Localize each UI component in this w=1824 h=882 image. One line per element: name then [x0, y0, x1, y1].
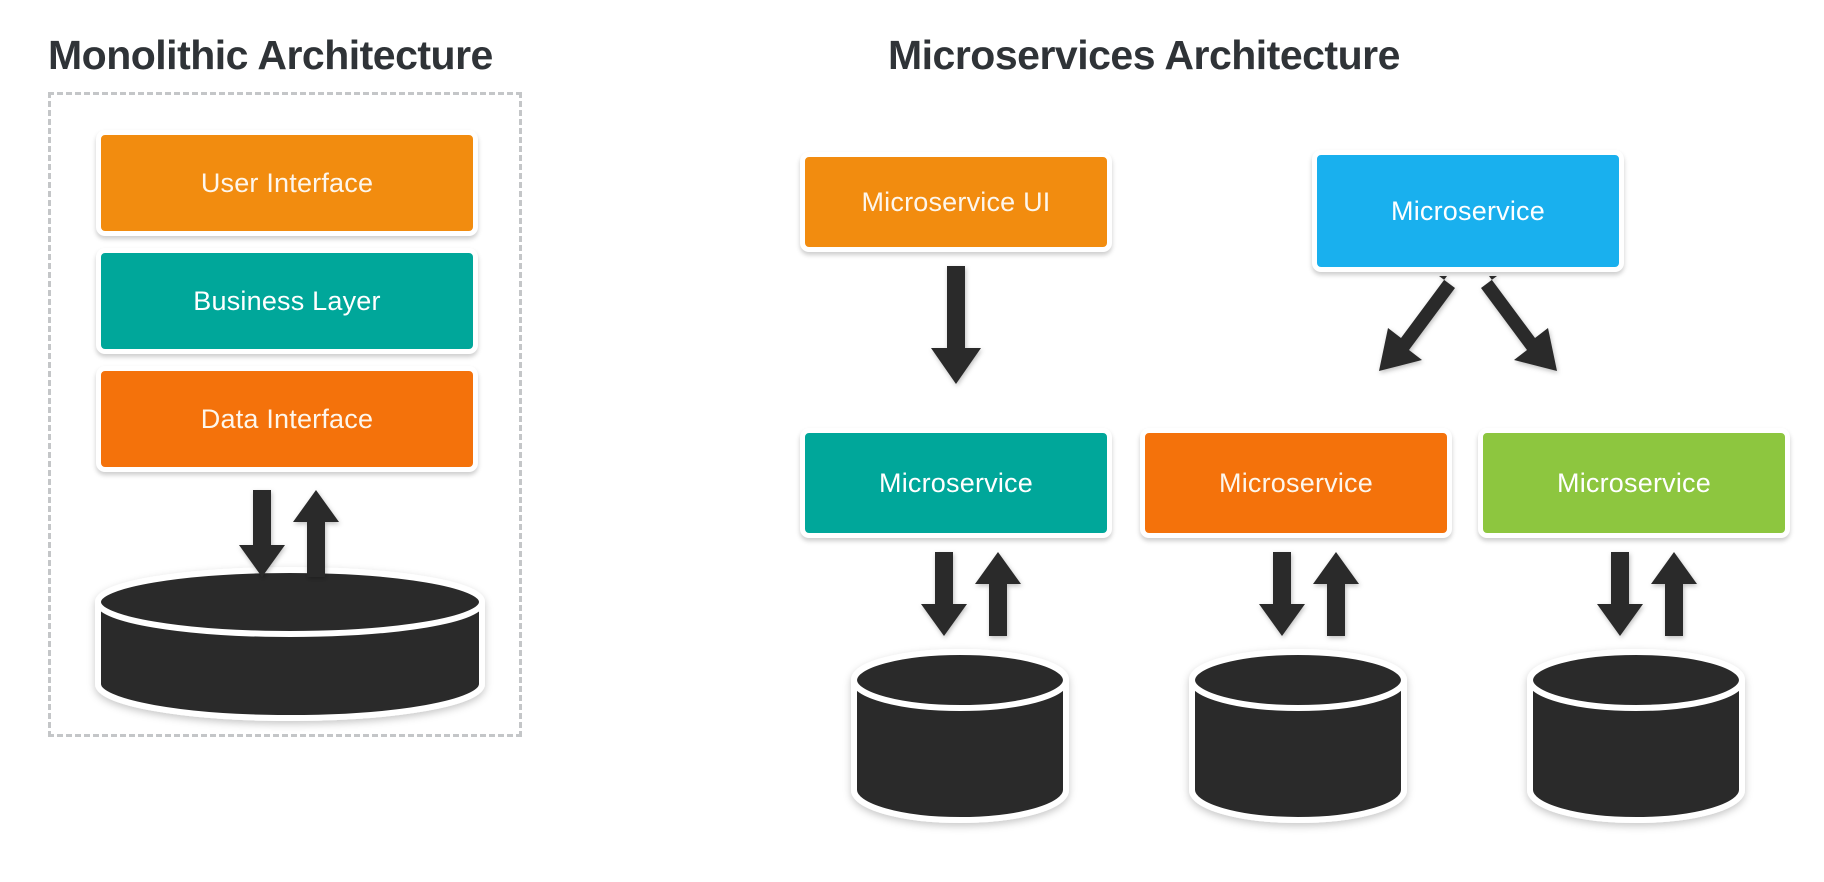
service1-arrow-up	[975, 552, 1021, 636]
service2-arrow-up	[1313, 552, 1359, 636]
microservice-hub-box[interactable]: Microservice	[1312, 150, 1624, 272]
service1-arrow-down	[921, 552, 967, 636]
microservice-ui-box[interactable]: Microservice UI	[800, 152, 1112, 252]
hub-fork-arrow-left	[1379, 276, 1455, 371]
microservice-box-teal[interactable]: Microservice	[800, 428, 1112, 538]
microservice-box-orange[interactable]: Microservice	[1140, 428, 1452, 538]
monolith-database-cylinder	[92, 567, 488, 721]
service3-arrow-up	[1651, 552, 1697, 636]
hub-fork-arrow-right	[1481, 276, 1557, 371]
microservice-database-cylinder-1	[848, 649, 1072, 830]
microservice-database-cylinder-2	[1186, 649, 1410, 830]
microservice-box-green[interactable]: Microservice	[1478, 428, 1790, 538]
monolith-box-user-interface[interactable]: User Interface	[96, 130, 478, 236]
monolithic-boundary	[48, 92, 522, 737]
ui-to-service-arrow-down	[931, 266, 981, 384]
monolith-box-business-layer[interactable]: Business Layer	[96, 248, 478, 354]
service2-arrow-down	[1259, 552, 1305, 636]
monolith-box-data-interface[interactable]: Data Interface	[96, 366, 478, 472]
service3-arrow-down	[1597, 552, 1643, 636]
monolithic-panel-title: Monolithic Architecture	[48, 32, 493, 78]
microservice-database-cylinder-3	[1524, 649, 1748, 830]
microservices-panel-title: Microservices Architecture	[888, 32, 1400, 78]
